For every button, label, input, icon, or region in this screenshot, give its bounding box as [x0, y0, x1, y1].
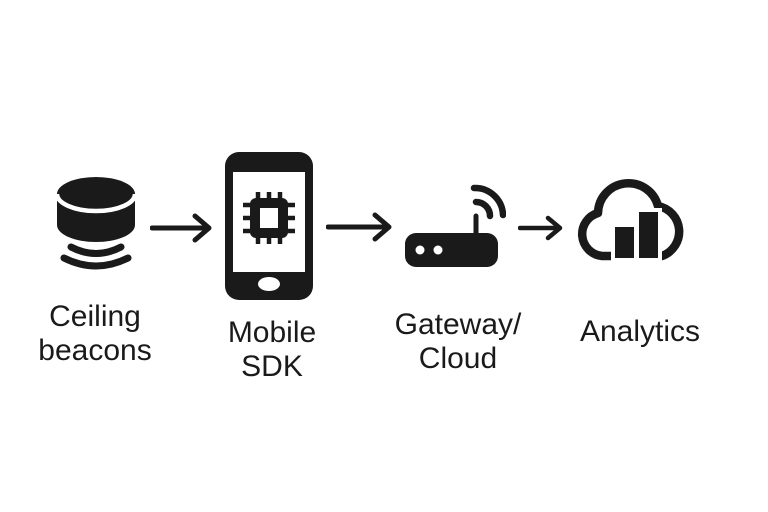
node-label-gateway-cloud: Gateway/ Cloud — [368, 308, 548, 376]
node-label-line: SDK — [241, 350, 303, 383]
cloud-bar-chart-icon — [578, 178, 684, 262]
wifi-router-icon — [405, 184, 506, 267]
cpu-chip-icon — [243, 192, 295, 244]
bar-chart-icon — [615, 212, 658, 258]
node-label-line: beacons — [38, 334, 152, 367]
flow-arrow-2-icon — [326, 212, 392, 242]
smartphone-chip-icon — [225, 152, 313, 300]
beacon-icon — [57, 177, 135, 270]
node-label-ceiling-beacons: Ceiling beacons — [5, 300, 185, 368]
node-label-line: Gateway/ — [394, 308, 522, 341]
node-label-line: Cloud — [418, 342, 498, 375]
node-label-analytics: Analytics — [550, 315, 730, 349]
node-label-mobile-sdk: Mobile SDK — [182, 316, 362, 384]
flow-arrow-1-icon — [150, 213, 212, 243]
node-label-line: Analytics — [579, 315, 701, 348]
flow-arrow-3-icon — [518, 215, 563, 241]
node-label-line: Ceiling — [49, 300, 141, 333]
node-label-line: Mobile — [227, 316, 317, 349]
